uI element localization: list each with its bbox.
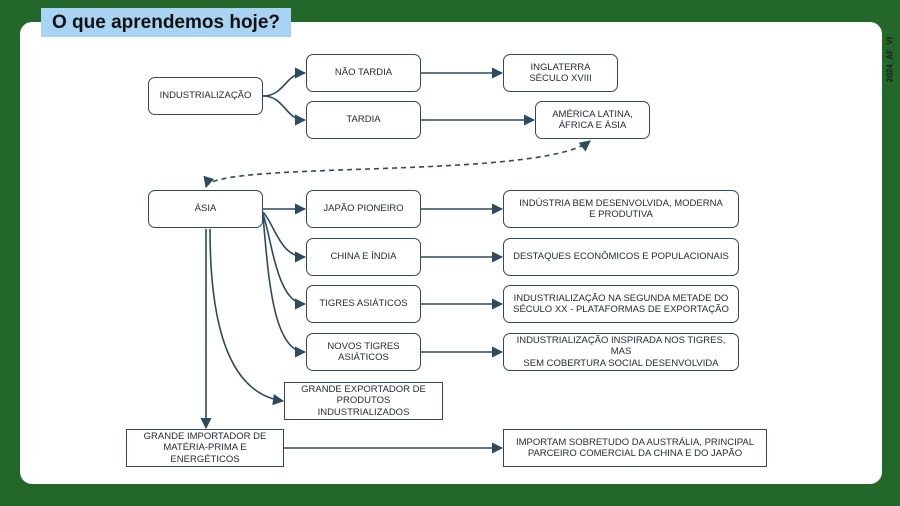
node-japao-desc: INDÚSTRIA BEM DESENVOLVIDA, MODERNA E PR… [503, 190, 739, 228]
node-china-desc: DESTAQUES ECONÔMICOS E POPULACIONAIS [503, 238, 739, 276]
node-industrializacao: INDUSTRIALIZAÇÃO [148, 77, 263, 115]
node-novos-desc: INDUSTRIALIZAÇÃO INSPIRADA NOS TIGRES, M… [503, 333, 739, 371]
node-inglaterra: INGLATERRA SÉCULO XVIII [503, 54, 618, 92]
node-importador: GRANDE IMPORTADOR DE MATÉRIA-PRIMA E ENE… [126, 429, 284, 467]
node-asia: ÁSIA [148, 190, 263, 228]
arrow-dashed-asia-america [203, 140, 591, 189]
node-tardia: TARDIA [306, 101, 421, 139]
node-importam: IMPORTAM SOBRETUDO DA AUSTRÁLIA, PRINCIP… [503, 429, 767, 467]
arrow-asia-novos-tigres [262, 215, 307, 358]
node-america-latina: AMÉRICA LATINA, ÁFRICA E ÁSIA [535, 101, 650, 139]
page-title: O que aprendemos hoje? [41, 8, 291, 37]
node-japao-pioneiro: JAPÃO PIONEIRO [306, 190, 421, 228]
arrow-asia-exportador [209, 228, 285, 406]
node-nao-tardia: NÃO TARDIA [306, 54, 421, 92]
node-tigres-asiaticos: TIGRES ASIÁTICOS [306, 285, 421, 323]
arrow-asia-tigres [262, 213, 307, 310]
document-code: 2024_AF_VI [885, 37, 895, 83]
node-tigres-desc: INDUSTRIALIZAÇÃO NA SEGUNDA METADE DO SÉ… [503, 285, 739, 323]
arrow-industrializacao-nao-tardia [262, 67, 307, 97]
arrow-asia-china [262, 211, 307, 263]
node-novos-tigres: NOVOS TIGRES ASIÁTICOS [306, 333, 421, 371]
node-exportador: GRANDE EXPORTADOR DE PRODUTOS INDUSTRIAL… [284, 382, 443, 420]
arrow-industrializacao-tardia [262, 95, 307, 126]
node-china-india: CHINA E ÍNDIA [306, 238, 421, 276]
